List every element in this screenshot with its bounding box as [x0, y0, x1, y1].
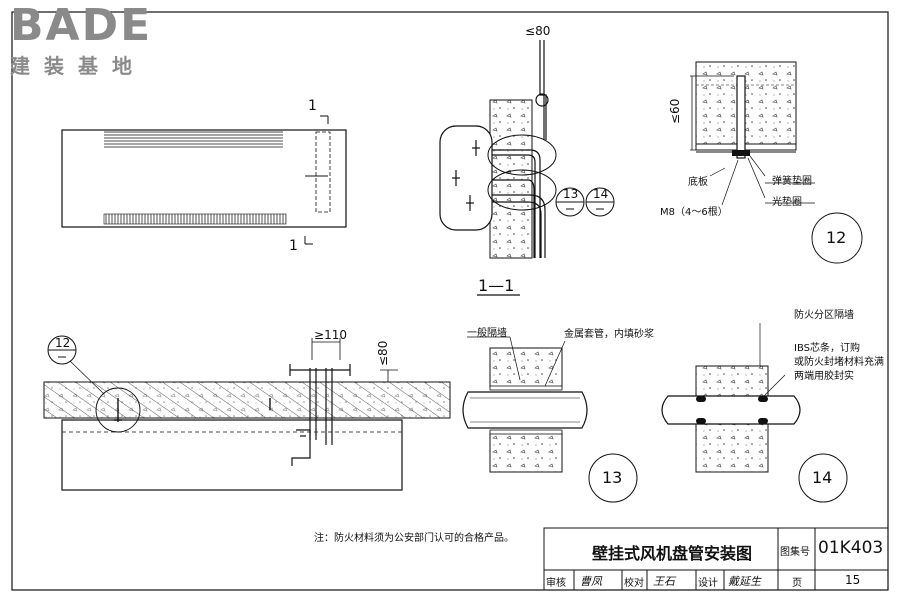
page-number: 15 — [845, 573, 861, 587]
section-1-1-view — [439, 40, 615, 296]
label-metal-sleeve: 金属套管，内填砂浆 — [564, 329, 654, 340]
dim-110: ≥110 — [314, 328, 347, 342]
logo-subtitle: 建装基地 — [10, 54, 146, 78]
detail-14-view — [661, 323, 848, 503]
detail-number-12: 12 — [826, 228, 847, 247]
section-mark-bottom: 1 — [289, 238, 298, 254]
leq-symbol: ≤ — [668, 113, 682, 124]
drawing-title: 壁挂式风机盘管安装图 — [592, 544, 753, 563]
section-mark-top: 1 — [308, 98, 317, 114]
check-signature: 王石 — [653, 575, 675, 588]
label-fire-wall: 防火分区隔墙 — [794, 310, 854, 321]
atlas-number: 01K403 — [818, 538, 884, 558]
detail-13-view — [462, 336, 638, 503]
callout-12: 12 — [55, 336, 71, 350]
check-label: 校对 — [624, 578, 644, 589]
label-spring-washer: 弹簧垫圈 — [772, 176, 812, 187]
dim-80-value: 80 — [535, 24, 551, 38]
dim-80b-value: 80 — [376, 340, 390, 356]
fire-material-note: 注：防火材料须为公安部门认可的合格产品。 — [314, 533, 514, 544]
label-bolt-m8: M8（4～6根） — [660, 207, 728, 218]
fan-coil-plan-view — [61, 115, 347, 245]
logo: BADE 建装基地 — [10, 0, 180, 79]
leq-symbol: ≤ — [376, 355, 390, 366]
leq-symbol: ≤ — [525, 24, 536, 38]
label-flat-washer: 光垫圈 — [772, 197, 802, 208]
design-label: 设计 — [698, 578, 718, 589]
label-base-plate: 底板 — [688, 177, 708, 188]
dim-60: ≤60 — [668, 99, 682, 124]
detail-number-13: 13 — [602, 468, 623, 487]
logo-brand: BADE — [10, 0, 153, 51]
label-fill-line2: 或防火封堵材料充满 — [794, 357, 884, 368]
review-label: 审核 — [546, 578, 566, 589]
geq-symbol: ≥ — [314, 328, 325, 342]
dim-110-value: 110 — [324, 328, 347, 342]
elevation-view — [43, 335, 451, 491]
review-signature: 曹凤 — [580, 575, 602, 588]
dim-80-top: ≤80 — [525, 24, 550, 38]
detail-12-view — [690, 61, 863, 264]
dim-80-side: ≤80 — [376, 341, 390, 366]
sheet-border — [11, 11, 889, 591]
callout-13: 13 — [563, 187, 579, 201]
label-fill-line1: IBS芯条，订购 — [794, 343, 860, 354]
callout-14: 14 — [593, 187, 609, 201]
title-block-frame — [543, 527, 889, 591]
dim-60-value: 60 — [668, 98, 682, 114]
label-fill-line3: 两端用胶封实 — [794, 371, 854, 382]
design-signature: 戴延生 — [728, 575, 761, 588]
atlas-label: 图集号 — [780, 547, 810, 558]
detail-number-14: 14 — [812, 468, 833, 487]
section-title: 1—1 — [478, 276, 515, 295]
label-general-wall: 一般隔墙 — [467, 328, 507, 339]
page-label: 页 — [792, 578, 802, 589]
